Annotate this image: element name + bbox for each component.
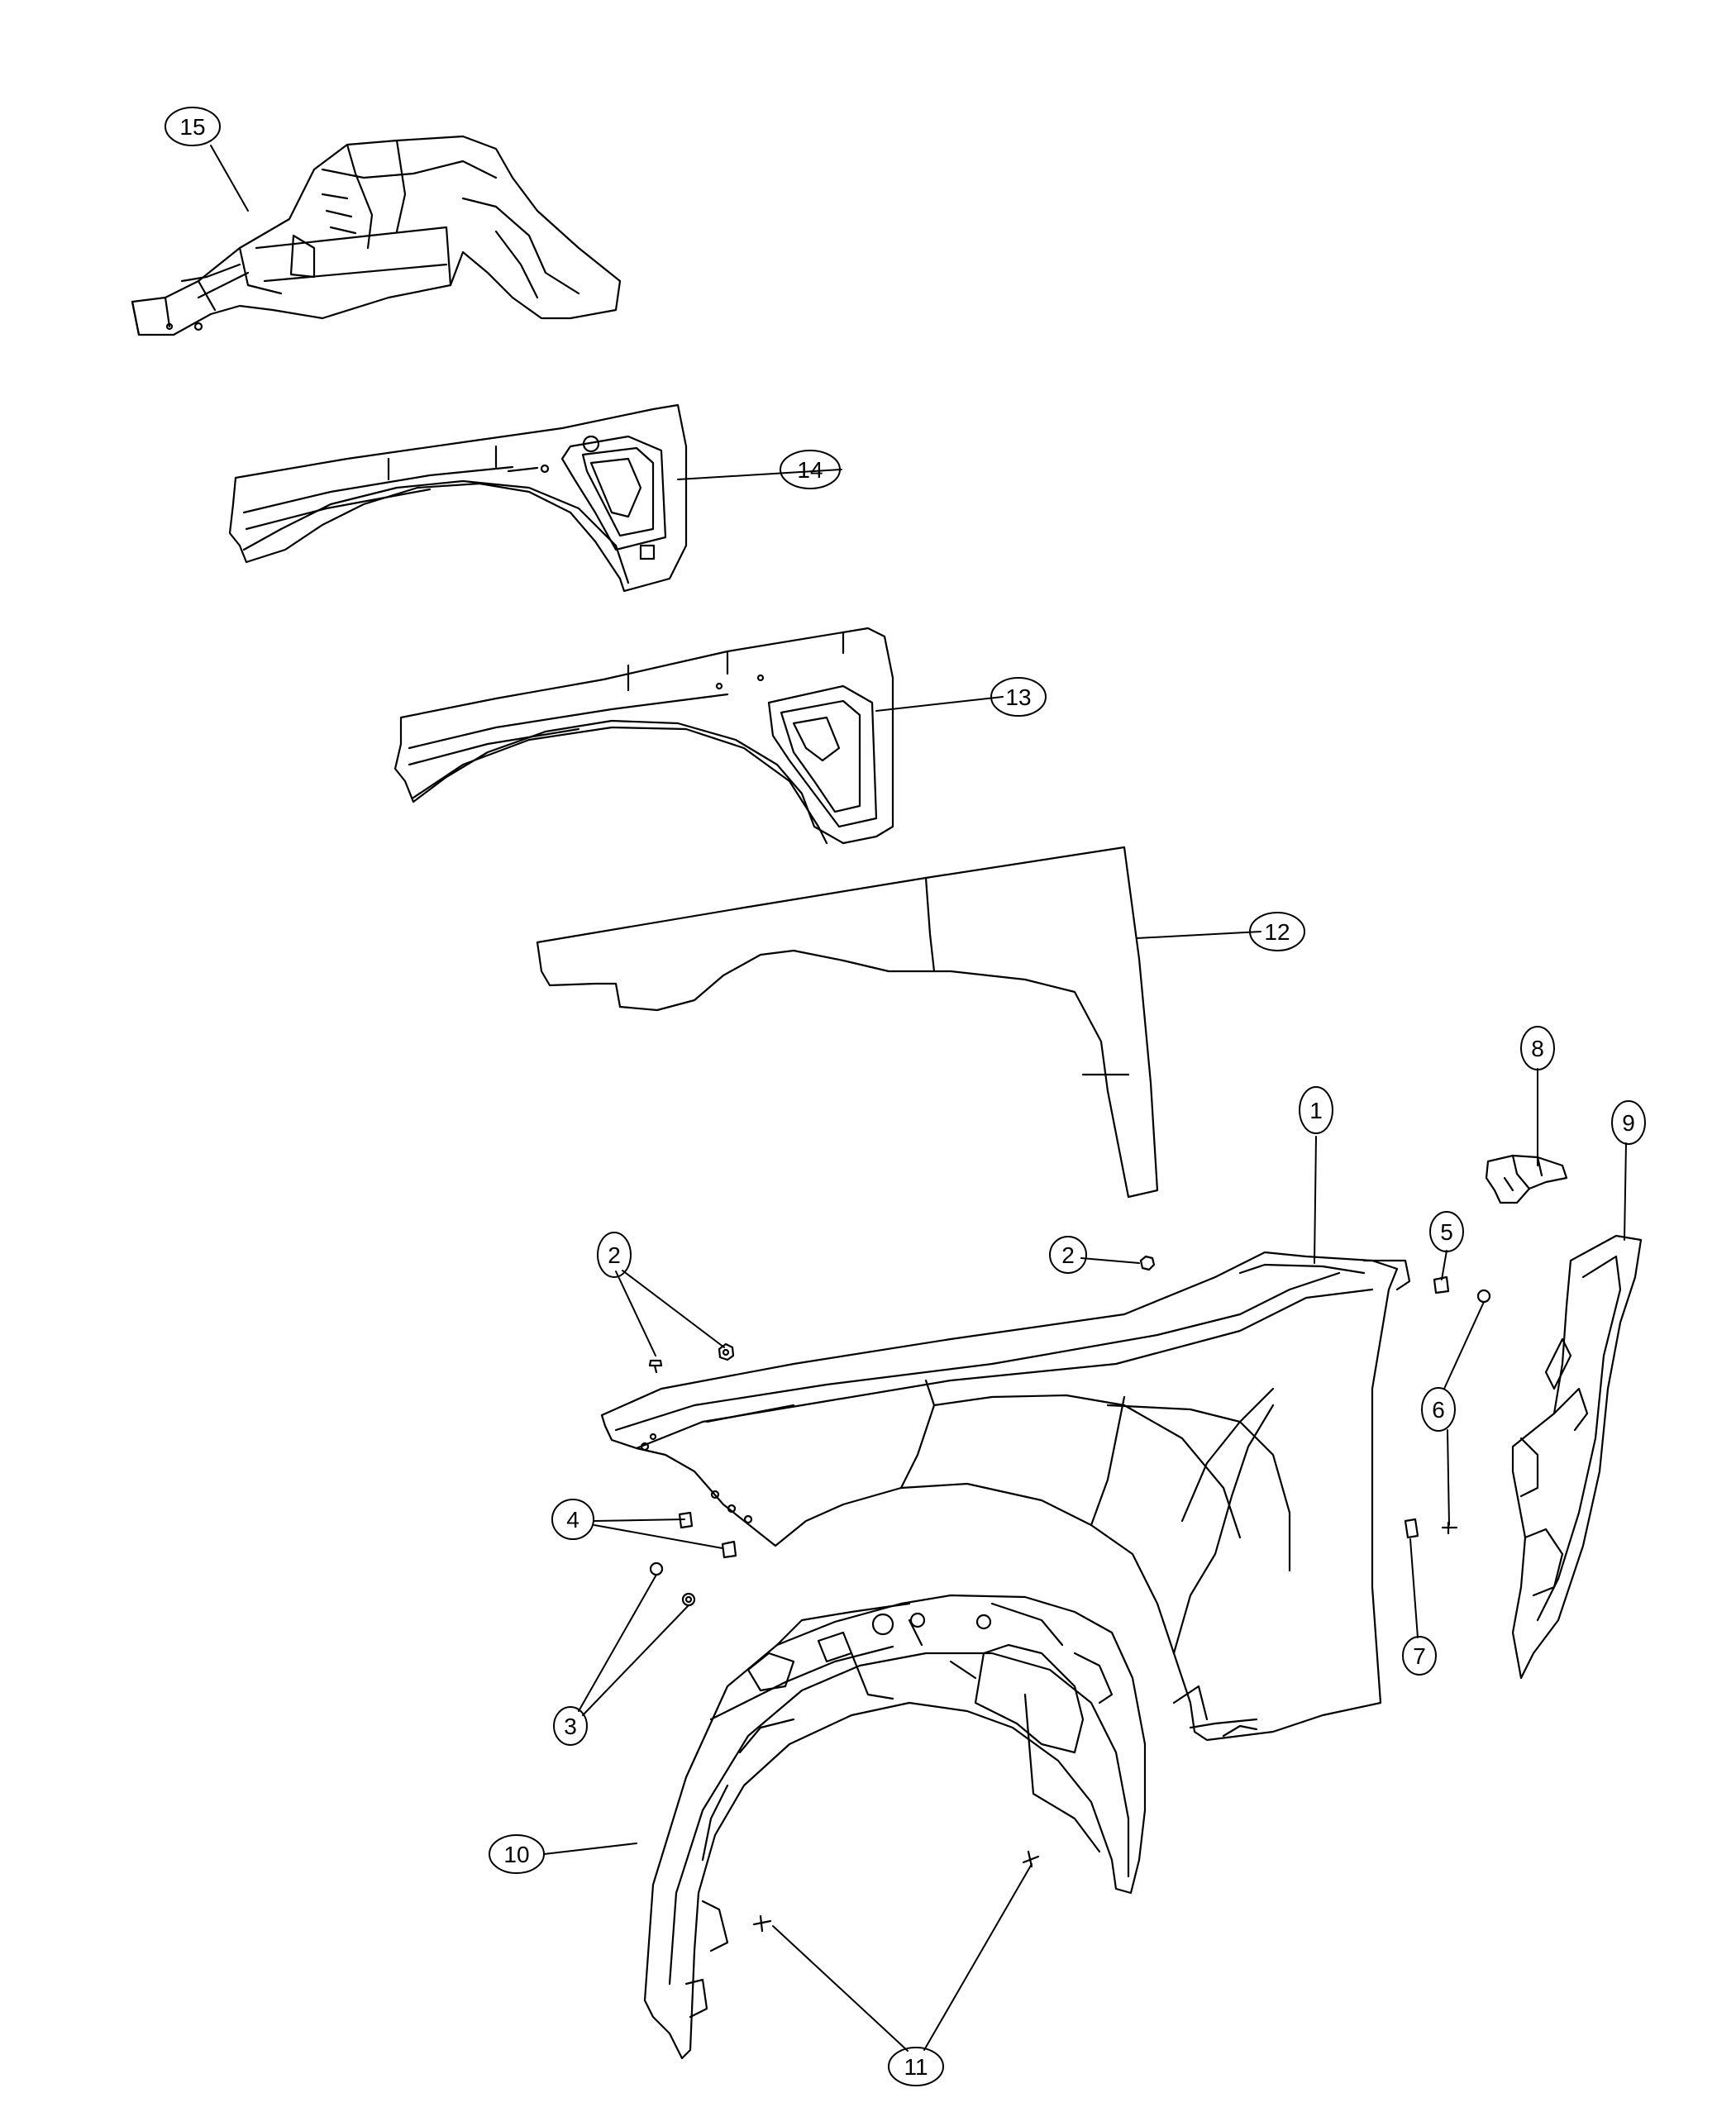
callout-4[interactable]: 4 xyxy=(551,1499,594,1540)
callout-5[interactable]: 5 xyxy=(1429,1211,1464,1252)
fastener-7-clip[interactable] xyxy=(1404,1518,1419,1539)
callout-14[interactable]: 14 xyxy=(780,450,841,489)
callout-12-label: 12 xyxy=(1264,919,1290,945)
part-13-inner-fender-panel[interactable] xyxy=(393,627,894,845)
callout-15-label: 15 xyxy=(179,114,205,140)
part-8-bracket[interactable] xyxy=(1485,1154,1568,1204)
callout-10-label: 10 xyxy=(503,1842,529,1867)
part-1-front-fender[interactable] xyxy=(600,1251,1411,1742)
callout-6[interactable]: 6 xyxy=(1421,1387,1456,1432)
callout-9[interactable]: 9 xyxy=(1611,1100,1646,1145)
part-10-wheelhouse-liner[interactable] xyxy=(643,1594,1147,2060)
callout-7[interactable]: 7 xyxy=(1402,1636,1437,1676)
callout-10[interactable]: 10 xyxy=(489,1834,545,1874)
fastener-3-washer-a[interactable] xyxy=(649,1561,664,1576)
callout-8-label: 8 xyxy=(1531,1036,1544,1061)
fastener-4-clip-b[interactable] xyxy=(721,1540,737,1559)
callout-2-left[interactable]: 2 xyxy=(597,1232,632,1278)
callout-2-upper[interactable]: 2 xyxy=(1049,1236,1087,1274)
fastener-2-bolt[interactable] xyxy=(648,1359,663,1374)
fastener-6-bolt-a[interactable] xyxy=(1476,1289,1491,1304)
callout-8[interactable]: 8 xyxy=(1520,1026,1555,1070)
callout-13-label: 13 xyxy=(1005,684,1031,710)
fastener-3-washer-b[interactable] xyxy=(681,1592,696,1607)
fastener-4-clip-a[interactable] xyxy=(678,1511,694,1529)
fastener-11-pushpin-a[interactable] xyxy=(752,1914,772,1933)
callout-6-label: 6 xyxy=(1432,1397,1445,1423)
callout-2-upper-label: 2 xyxy=(1061,1242,1075,1268)
part-14-inner-fender-panel[interactable] xyxy=(228,403,688,593)
callout-4-label: 4 xyxy=(566,1507,579,1533)
fastener-2-nut-a[interactable] xyxy=(1139,1255,1156,1271)
part-9-splash-shield[interactable] xyxy=(1511,1234,1643,1680)
callout-11[interactable]: 11 xyxy=(888,2047,944,2086)
callout-13[interactable]: 13 xyxy=(990,677,1047,717)
callout-9-label: 9 xyxy=(1622,1110,1635,1136)
callout-7-label: 7 xyxy=(1413,1643,1426,1669)
callout-2-left-label: 2 xyxy=(608,1242,621,1268)
callout-3[interactable]: 3 xyxy=(553,1706,588,1746)
part-12-fender-outline[interactable] xyxy=(536,846,1159,1199)
callout-1-label: 1 xyxy=(1309,1098,1323,1123)
leader-lines xyxy=(210,145,1627,2052)
callout-5-label: 5 xyxy=(1440,1219,1453,1245)
part-15-wheelhouse-structure[interactable] xyxy=(131,135,622,336)
fastener-2-nut-b[interactable] xyxy=(718,1342,735,1361)
callout-11-label: 11 xyxy=(904,2054,928,2080)
callout-3-label: 3 xyxy=(564,1714,577,1739)
callout-12[interactable]: 12 xyxy=(1249,912,1305,951)
callout-15[interactable]: 15 xyxy=(165,107,221,146)
callout-14-label: 14 xyxy=(797,457,823,483)
callout-1[interactable]: 1 xyxy=(1299,1086,1333,1134)
